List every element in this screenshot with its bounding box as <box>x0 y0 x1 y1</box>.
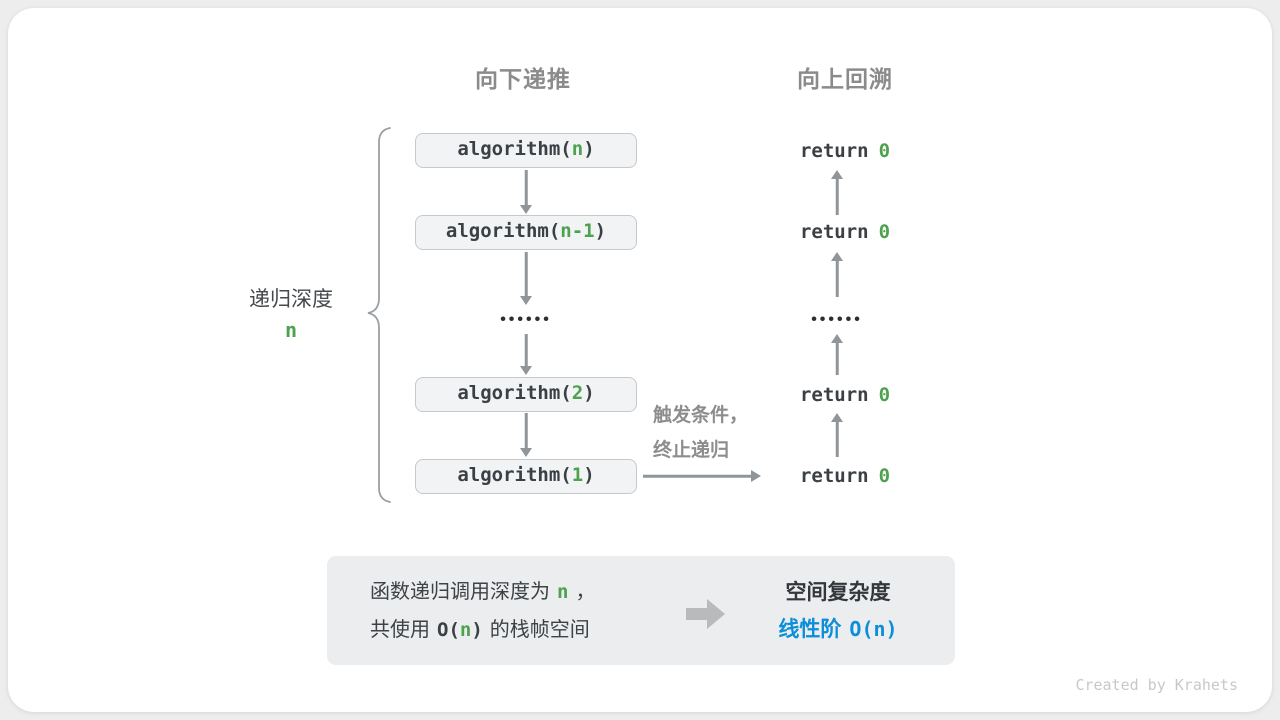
frame-fn-name: algorithm( <box>457 382 572 404</box>
arrow-right-icon <box>643 468 761 484</box>
base-case-line1: 触发条件， <box>653 405 749 426</box>
summary-var: n <box>557 581 569 603</box>
arrow-up-icon <box>829 252 845 297</box>
space-complexity-result: 线性阶 O(n) <box>738 613 938 643</box>
arrow-up-icon <box>829 334 845 375</box>
return-keyword: return <box>799 221 869 243</box>
frame-fn-close: ) <box>583 382 595 404</box>
summary-text: 的栈帧空间 <box>489 619 590 641</box>
frame-arg: 1 <box>571 464 584 486</box>
summary-text: 函数递归调用深度为 <box>370 581 550 603</box>
return-value: 0 <box>878 140 891 162</box>
return-value: 0 <box>878 221 891 243</box>
frame-fn-close: ) <box>594 220 607 242</box>
return-keyword: return <box>799 140 869 162</box>
summary-line-2: 共使用 O(n) 的栈帧空间 <box>370 615 590 645</box>
frame-algorithm-1: algorithm(1) <box>415 459 637 494</box>
arrow-down-icon <box>518 252 534 305</box>
summary-code: O( <box>437 619 460 641</box>
frame-fn-name: algorithm( <box>445 220 561 242</box>
frame-arg: n-1 <box>560 220 595 242</box>
credit-text: Created by Krahets <box>1075 676 1238 694</box>
return-keyword: return <box>799 465 869 487</box>
summary-text: ， <box>575 581 596 603</box>
base-case-line2: 终止递归 <box>653 440 730 461</box>
return-value: 0 <box>878 384 891 406</box>
curly-brace-icon <box>367 127 391 503</box>
summary-code: ) <box>471 619 483 641</box>
result-code: O(n) <box>849 617 898 641</box>
frame-fn-name: algorithm( <box>457 464 572 486</box>
recursion-depth-label: 递归深度 <box>249 288 333 311</box>
returns-ellipsis: •••••• <box>811 311 863 328</box>
return-row: return 0 <box>735 463 955 489</box>
summary-text: 共使用 <box>370 619 430 641</box>
summary-line-1: 函数递归调用深度为 n ， <box>370 577 595 607</box>
arrow-down-icon <box>518 413 534 457</box>
frame-arg: n <box>571 138 584 160</box>
return-row: return 0 <box>735 138 955 164</box>
space-complexity-title: 空间复杂度 <box>785 581 891 604</box>
frame-fn-close: ) <box>583 464 595 486</box>
return-value: 0 <box>878 465 891 487</box>
summary-box <box>327 556 955 665</box>
arrow-up-icon <box>829 170 845 215</box>
return-row: return 0 <box>735 382 955 408</box>
frame-algorithm-2: algorithm(2) <box>415 377 637 412</box>
frame-arg: 2 <box>571 382 584 404</box>
recursion-depth-value: n <box>284 318 298 342</box>
result-text: 线性阶 <box>778 618 842 641</box>
frame-algorithm-n: algorithm(n) <box>415 133 637 168</box>
block-arrow-right-icon <box>686 599 725 629</box>
base-case-label: 触发条件， 终止递归 <box>653 398 773 468</box>
frame-fn-close: ) <box>583 138 595 160</box>
return-row: return 0 <box>735 219 955 245</box>
arrow-down-icon <box>518 170 534 214</box>
stack-ellipsis: •••••• <box>500 311 552 328</box>
arrow-up-icon <box>829 413 845 457</box>
header-recurse-down: 向下递推 <box>475 66 571 92</box>
arrow-down-icon <box>518 334 534 375</box>
header-backtrack-up: 向上回溯 <box>797 66 893 92</box>
frame-fn-name: algorithm( <box>457 138 572 160</box>
return-keyword: return <box>799 384 869 406</box>
frame-algorithm-n-1: algorithm(n-1) <box>415 215 637 250</box>
summary-var: n <box>459 619 472 641</box>
